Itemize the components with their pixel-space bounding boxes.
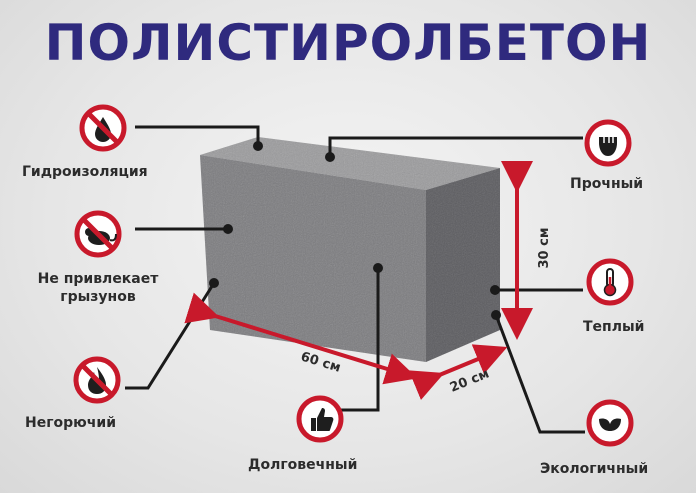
label-eco: Экологичный [540, 461, 649, 477]
fist-icon [584, 119, 632, 167]
no-water-drop-icon [79, 104, 127, 152]
thermometer-icon [586, 258, 634, 306]
concrete-block [200, 137, 500, 362]
connector-dots [209, 141, 501, 320]
no-fire-icon [73, 356, 121, 404]
dimension-arrows [184, 161, 533, 400]
label-no-rodents: Не привлекает грызунов [18, 270, 178, 306]
no-rodent-icon [74, 210, 122, 258]
leaf-icon [586, 399, 634, 447]
label-strong: Прочный [570, 176, 644, 192]
thumbs-up-icon [296, 395, 344, 443]
label-no-rodents-line1: Не привлекает [37, 271, 159, 287]
height-label: 30 см [537, 228, 552, 269]
label-waterproofing: Гидроизоляция [22, 164, 148, 180]
label-warm: Теплый [583, 319, 645, 335]
label-no-rodents-line2: грызунов [60, 289, 136, 305]
page-title: ПОЛИСТИРОЛБЕТОН [44, 14, 652, 72]
label-durable: Долговечный [248, 457, 358, 473]
label-nonflammable: Негорючий [25, 415, 117, 431]
